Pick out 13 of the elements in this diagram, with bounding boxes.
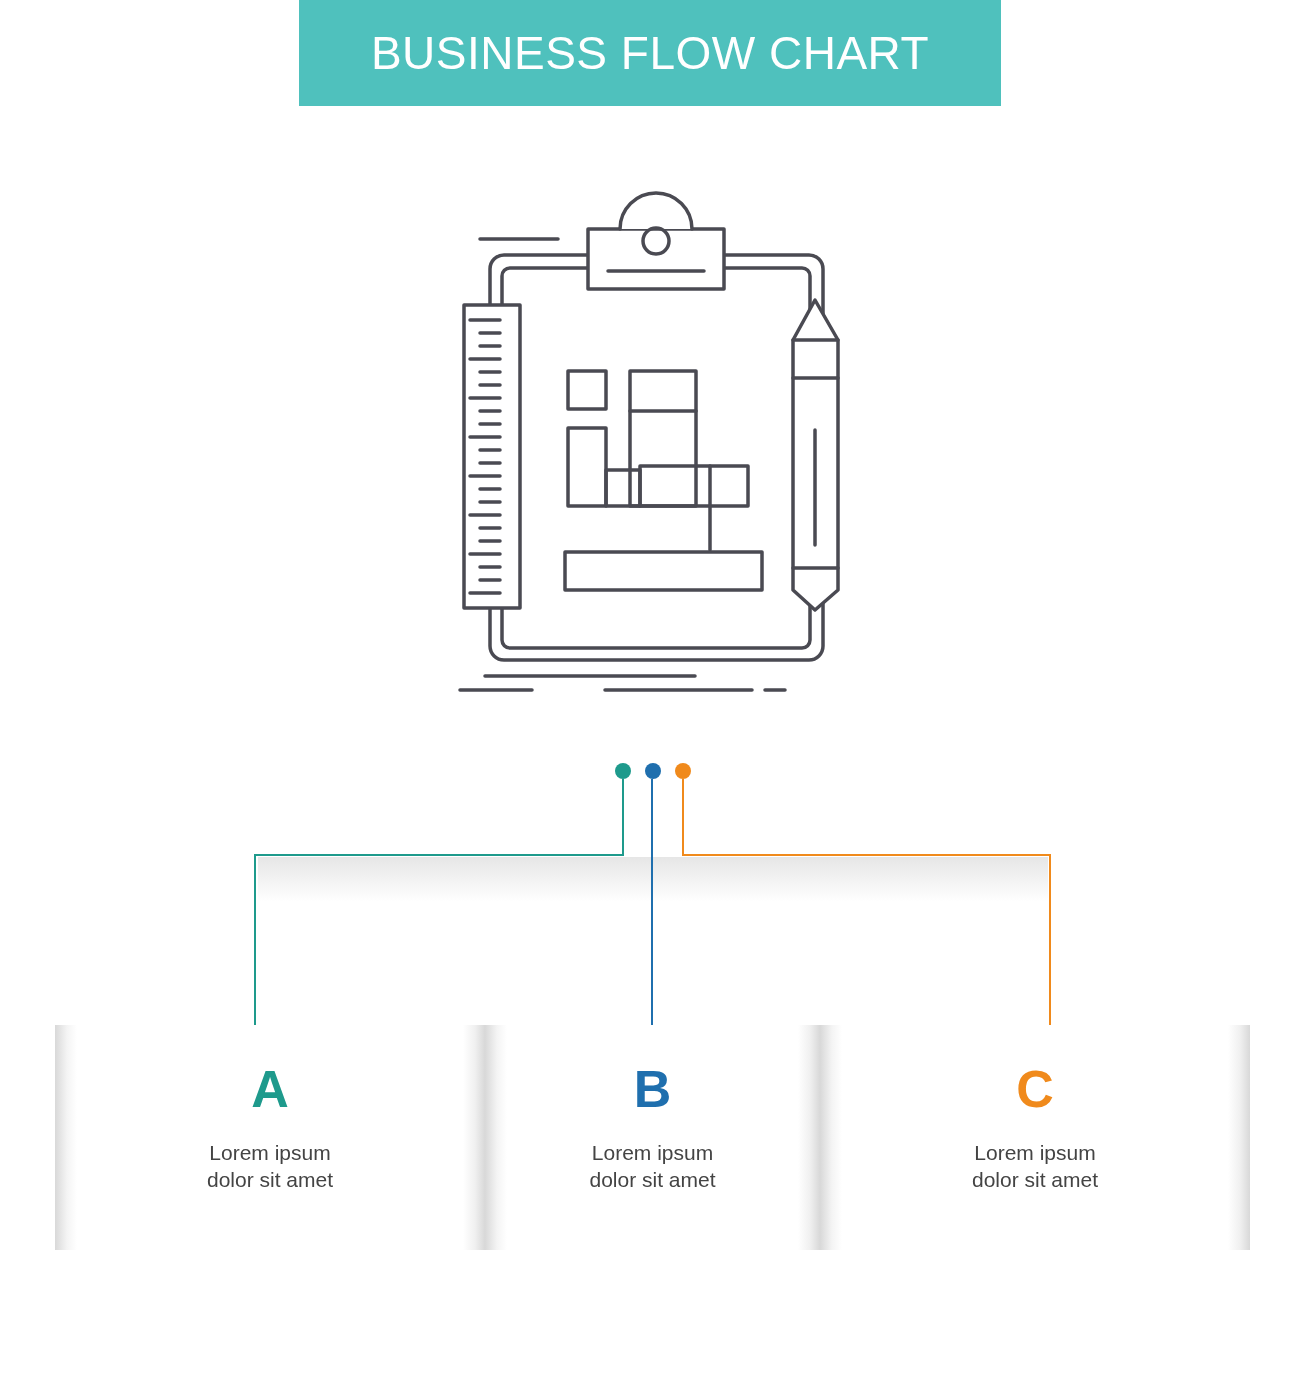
- title-banner: BUSINESS FLOW CHART: [299, 0, 1001, 106]
- connector-line: [682, 778, 1051, 1026]
- step-letter: C: [1016, 1063, 1054, 1115]
- step-letter: B: [633, 1063, 672, 1115]
- connector-dot: [645, 763, 661, 779]
- connector-dot: [675, 763, 691, 779]
- step-description: Lorem ipsum dolor sit amet: [588, 1140, 717, 1194]
- connector-dot: [615, 763, 631, 779]
- step-description: Lorem ipsum dolor sit amet: [970, 1140, 1100, 1194]
- connector-line: [254, 778, 624, 1026]
- connector-line: [651, 778, 653, 1026]
- step-description: Lorem ipsum dolor sit amet: [205, 1140, 335, 1194]
- step-letter: A: [251, 1063, 289, 1115]
